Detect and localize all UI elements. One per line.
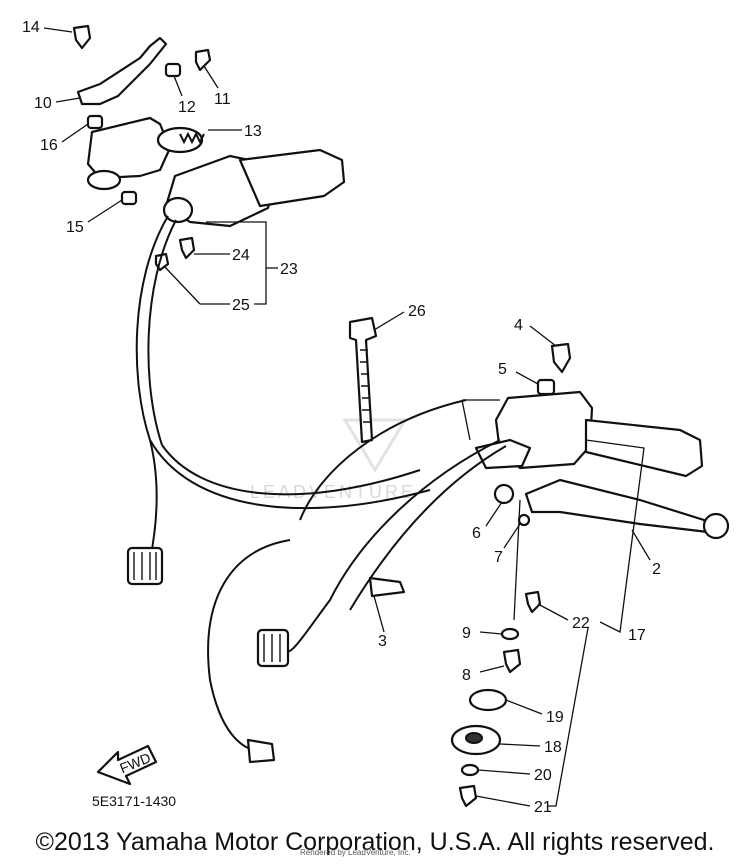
left-harness-wire [135,215,169,561]
lever-bracket [474,438,532,470]
callout-13: 13 [244,123,262,140]
master-cylinder [86,116,172,180]
cable-strap [348,316,378,444]
long-lead-terminal [246,738,276,764]
lead-3-end [368,576,406,598]
lever-2 [524,478,710,534]
right-connector-pins [263,634,281,662]
callout-4: 4 [514,317,523,334]
lever-ball-end [702,512,730,540]
spring-13 [179,131,205,145]
upper-left-assembly [72,24,346,272]
left-grip [238,148,346,208]
callout-labels: 14 10 12 11 16 13 15 24 23 25 26 4 5 6 7… [22,19,661,816]
right-assembly [207,342,730,808]
cross-wire [161,444,421,496]
watermark: LEADVENTURE [250,418,413,502]
left-harness-wire-2 [147,219,177,446]
right-connector [256,628,290,668]
cover-19 [468,688,508,712]
washer-20 [460,763,480,777]
callout-17: 17 [628,627,646,644]
callout-8: 8 [462,667,471,684]
render-credit: Rendered by LeadVenture, Inc. [300,848,411,857]
fwd-arrow-icon [96,744,158,786]
lever-10 [76,36,168,106]
callout-10: 10 [34,95,52,112]
collar-6 [493,483,515,505]
screw-22 [524,590,542,614]
callout-24: 24 [232,247,250,264]
screw-11 [194,48,212,72]
screw-8 [502,648,522,674]
long-lead [207,539,291,753]
callout-7: 7 [494,549,503,566]
cross-wire-2 [149,439,431,510]
right-switch-wire-2 [349,445,507,611]
callout-16: 16 [40,137,58,154]
nut-12 [164,62,182,78]
callout-18: 18 [544,739,562,756]
callout-25: 25 [232,297,250,314]
bolt-4 [550,342,572,374]
left-connector [126,546,164,586]
pin-7 [517,513,531,527]
callout-5: 5 [498,361,507,378]
nut-15 [120,190,138,206]
strap-26 [348,316,378,444]
leader-lines [43,27,651,807]
switch-18-center [465,732,483,744]
callout-2: 2 [652,561,661,578]
forward-arrow: FWD [96,744,158,786]
copyright-notice: ©2013 Yamaha Motor Corporation, U.S.A. A… [35,828,715,856]
callout-3: 3 [378,633,387,650]
callout-19: 19 [546,709,564,726]
nut-16 [86,114,104,130]
callout-14: 14 [22,19,40,36]
switch-bore [162,196,194,224]
cylinder-clamp [156,126,204,154]
diagram-code: 5E3171-1430 [92,793,176,809]
callout-22: 22 [572,615,590,632]
callout-12: 12 [178,99,196,116]
callout-21: 21 [534,799,552,816]
washer-9 [500,627,520,641]
callout-20: 20 [534,767,552,784]
callout-6: 6 [472,525,481,542]
callout-15: 15 [66,219,84,236]
screw-21 [458,784,478,808]
left-connector-pins [133,552,157,580]
screw-24 [178,236,196,260]
strap-teeth [360,349,371,423]
nut-5 [536,378,556,396]
callout-26: 26 [408,303,426,320]
handlebar-line [299,399,467,521]
cylinder-port [86,169,122,191]
callout-11: 11 [214,91,231,108]
right-switch-wire [279,439,501,654]
bolt-14 [72,24,92,50]
left-harness [126,215,431,586]
callout-23: 23 [280,261,298,278]
callout-9: 9 [462,625,471,642]
